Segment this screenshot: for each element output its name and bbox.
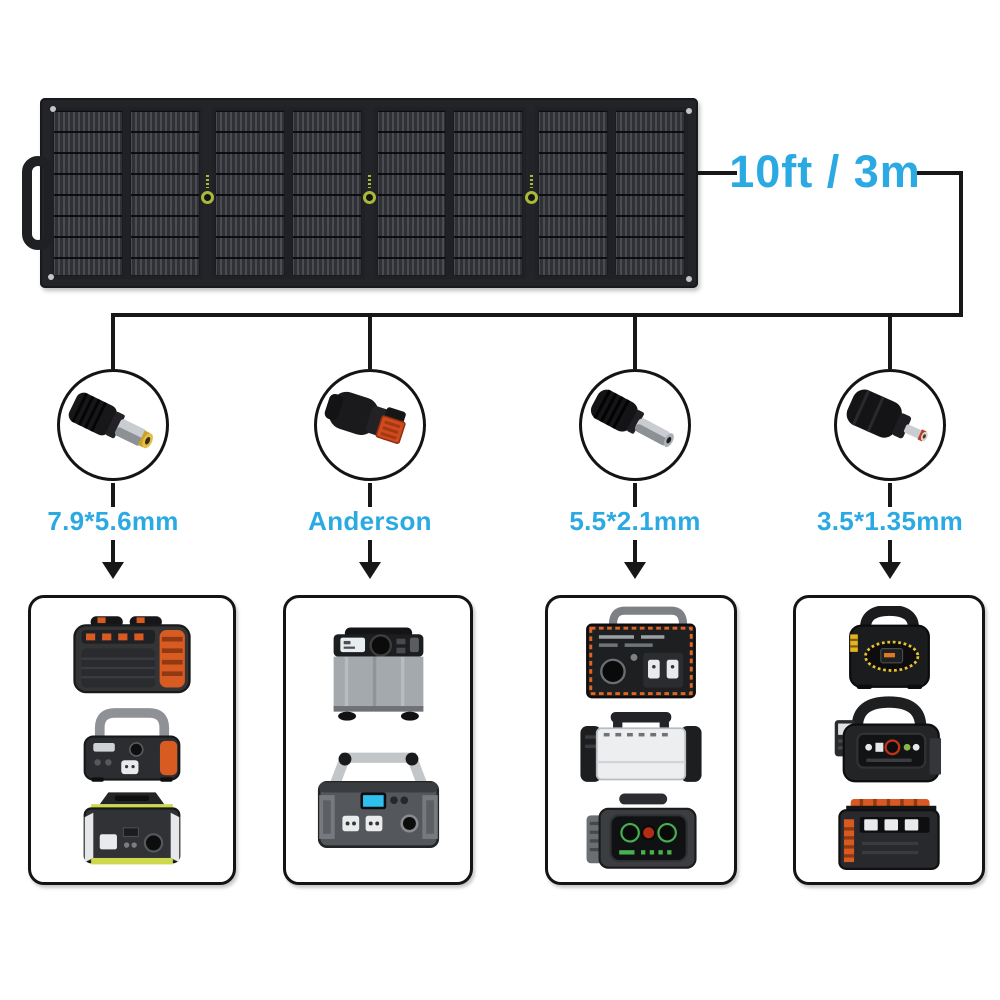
- cable-line-panel-to-label: [697, 171, 737, 175]
- power-station-silver-horizontal: [580, 712, 702, 783]
- solar-panel-section: [50, 107, 203, 279]
- device-group-box-3: [545, 595, 737, 885]
- power-station-orange-trim: [73, 616, 191, 694]
- dc-barrel-plug-3.5x1.35mm-icon: [846, 389, 928, 442]
- power-station-yellow-display: [848, 606, 930, 690]
- brand-logo-text: [530, 175, 533, 188]
- down-arrow-icon: [879, 562, 901, 579]
- green-ring-brand-logo: [201, 191, 214, 204]
- cable-bus-line: [111, 313, 963, 317]
- cable-line-label-to-corner: [917, 171, 963, 175]
- power-station-orange-accents: [838, 798, 940, 870]
- drop-line-4: [888, 317, 892, 369]
- green-ring-brand-logo: [363, 191, 376, 204]
- power-station-orange-outline: [586, 606, 696, 699]
- connector-label-4: 3.5*1.35mm: [816, 506, 964, 536]
- arrow-stem-2: [368, 540, 372, 564]
- eyelet-hole: [50, 106, 56, 112]
- green-ring-brand-logo: [525, 191, 538, 204]
- stub-line-1: [111, 483, 115, 507]
- solar-panel-section: [211, 107, 365, 279]
- power-station-yellow-stripes: [83, 792, 181, 865]
- device-group-box-2: [283, 595, 473, 885]
- drop-line-1: [111, 317, 115, 369]
- eyelet-hole: [48, 274, 54, 280]
- anderson-connector-icon: [324, 391, 406, 444]
- power-station-silver-cube: [333, 627, 423, 721]
- cable-length-label: 10ft / 3m: [729, 146, 921, 197]
- brand-logo-text: [368, 175, 371, 188]
- drop-line-2: [368, 317, 372, 369]
- connector-circle-2: [314, 369, 426, 481]
- eyelet-hole: [686, 108, 692, 114]
- dc-barrel-plug-5.5x2.1mm-icon: [590, 389, 674, 448]
- cable-line-right-vertical: [959, 171, 963, 317]
- connector-label-3: 5.5*2.1mm: [569, 506, 701, 536]
- connector-circle-3: [579, 369, 691, 481]
- connector-circle-1: [57, 369, 169, 481]
- connector-circle-4: [834, 369, 946, 481]
- power-station-rugged-arch-handle: [834, 696, 942, 783]
- connector-label-1: 7.9*5.6mm: [47, 506, 179, 536]
- carry-strap-handle: [22, 156, 54, 250]
- power-station-rugged-green-dials: [586, 793, 697, 869]
- stub-line-2: [368, 483, 372, 507]
- stub-line-3: [633, 483, 637, 507]
- arrow-stem-4: [888, 540, 892, 564]
- down-arrow-icon: [102, 562, 124, 579]
- stub-line-4: [888, 483, 892, 507]
- device-group-box-1: [28, 595, 236, 885]
- down-arrow-icon: [624, 562, 646, 579]
- eyelet-hole: [686, 276, 692, 282]
- power-station-arch-handle-orange-side: [83, 708, 181, 782]
- arrow-stem-1: [111, 540, 115, 564]
- drop-line-3: [633, 317, 637, 369]
- foldable-solar-panel: [22, 98, 698, 288]
- device-group-box-4: [793, 595, 985, 885]
- brand-logo-text: [206, 175, 209, 188]
- down-arrow-icon: [359, 562, 381, 579]
- solar-panel-section: [373, 107, 527, 279]
- solar-panel-section: [535, 107, 688, 279]
- power-station-gray-silver-handle: [317, 752, 439, 848]
- arrow-stem-3: [633, 540, 637, 564]
- connector-label-2: Anderson: [308, 506, 432, 536]
- dc-barrel-plug-7.9x5.6mm-icon: [68, 392, 153, 449]
